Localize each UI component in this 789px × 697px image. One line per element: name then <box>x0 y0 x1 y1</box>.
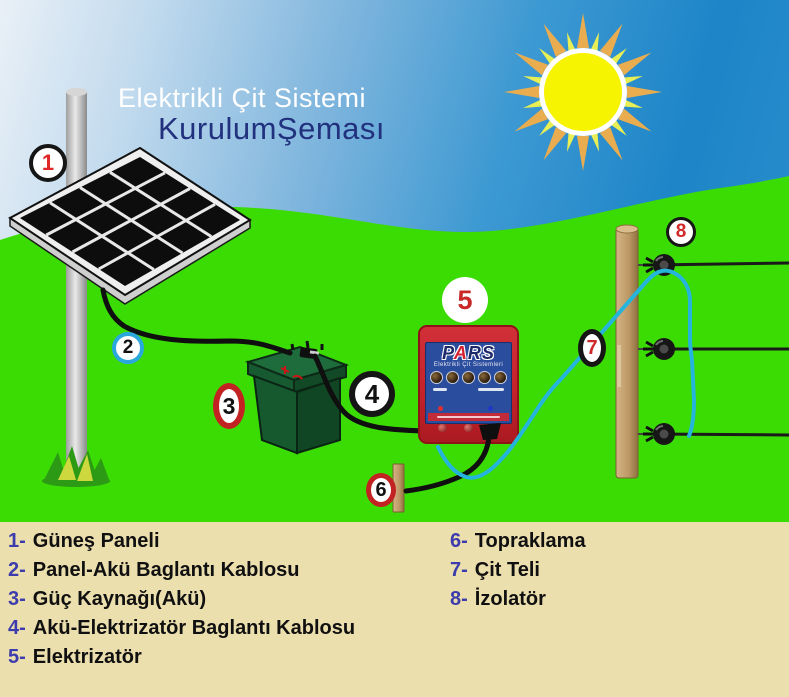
badge-6: 6 <box>366 473 396 507</box>
legend-item: 7- Çit Teli <box>450 556 586 585</box>
legend-item: 1- Güneş Paneli <box>8 527 355 556</box>
animal-photo <box>462 371 475 384</box>
legend-item-number: 6- <box>450 530 468 552</box>
legend-item-label: Topraklama <box>474 530 586 552</box>
badge-4: 4 <box>349 371 395 417</box>
badge-2: 2 <box>112 332 144 364</box>
label-strip <box>428 413 509 421</box>
insulators <box>638 254 675 445</box>
badge-7: 7 <box>578 329 606 367</box>
solar-panel <box>8 146 252 305</box>
sun-icon <box>504 13 662 171</box>
legend-item-label: Akü-Elektrizatör Baglantı Kablosu <box>32 617 356 639</box>
legend-item: 3- Güç Kaynağı(Akü) <box>8 585 355 614</box>
animal-photos <box>426 371 511 384</box>
legend-column-right: 6- Topraklama 7- Çit Teli 8- İzolatör <box>450 527 586 614</box>
legend-item: 2- Panel-Akü Baglantı Kablosu <box>8 556 355 585</box>
title-line1: Elektrikli Çit Sistemi <box>118 83 367 113</box>
battery <box>244 340 350 455</box>
legend-item-label: Güneş Paneli <box>32 530 160 552</box>
terminal-knob <box>438 424 447 432</box>
legend-column-left: 1- Güneş Paneli 2- Panel-Akü Baglantı Kabl… <box>8 527 355 672</box>
brand-text: PARS <box>442 343 495 363</box>
legend-item-number: 5- <box>8 646 26 668</box>
badge-5: 5 <box>442 277 488 323</box>
legend-item-number: 2- <box>8 559 26 581</box>
ground-connector <box>479 423 501 440</box>
legend-item-number: 1- <box>8 530 26 552</box>
legend-item-label: İzolatör <box>474 588 546 610</box>
insulator <box>638 423 675 445</box>
legend-item-number: 4- <box>8 617 26 639</box>
badge-1: 1 <box>29 144 67 182</box>
ground-cable <box>403 434 492 494</box>
energizer-device: PARS Elektrikli Çit Sistemleri <box>418 325 519 444</box>
legend-item-number: 3- <box>8 588 26 610</box>
hill <box>0 176 789 530</box>
solar-panel-pole <box>66 88 87 476</box>
legend-item-label: Elektrizatör <box>32 646 142 668</box>
badge-3: 3 <box>213 383 245 429</box>
brand-subtitle: Elektrikli Çit Sistemleri <box>433 362 504 368</box>
cable-panel-battery <box>100 287 293 356</box>
legend-item-number: 8- <box>450 588 468 610</box>
animal-photo <box>430 371 443 384</box>
control-row <box>426 388 511 391</box>
terminal-knob <box>464 424 473 432</box>
animal-photo <box>478 371 491 384</box>
legend-item-label: Çit Teli <box>474 559 540 581</box>
badge-8: 8 <box>666 217 696 247</box>
animal-photo <box>446 371 459 384</box>
output-indicator <box>488 406 493 411</box>
legend-item: 4- Akü-Elektrizatör Baglantı Kablosu <box>8 614 355 643</box>
insulator <box>638 338 675 360</box>
legend-item: 8- İzolatör <box>450 585 586 614</box>
power-indicator <box>438 406 443 411</box>
grass-tuft <box>42 446 110 487</box>
energizer-label: PARS Elektrikli Çit Sistemleri <box>425 342 512 424</box>
title-line2: KurulumŞeması <box>158 111 386 146</box>
cable-battery-energizer <box>312 353 427 434</box>
legend-item-label: Panel-Akü Baglantı Kablosu <box>32 559 300 581</box>
legend-item-number: 7- <box>450 559 468 581</box>
legend-item-label: Güç Kaynağı(Akü) <box>32 588 207 610</box>
legend-item: 6- Topraklama <box>450 527 586 556</box>
animal-photo <box>494 371 507 384</box>
legend-item: 5- Elektrizatör <box>8 643 355 672</box>
fence-connection-wire <box>436 268 697 480</box>
legend: 1- Güneş Paneli 2- Panel-Akü Baglantı Kabl… <box>0 522 789 697</box>
fence-pole <box>615 224 639 479</box>
